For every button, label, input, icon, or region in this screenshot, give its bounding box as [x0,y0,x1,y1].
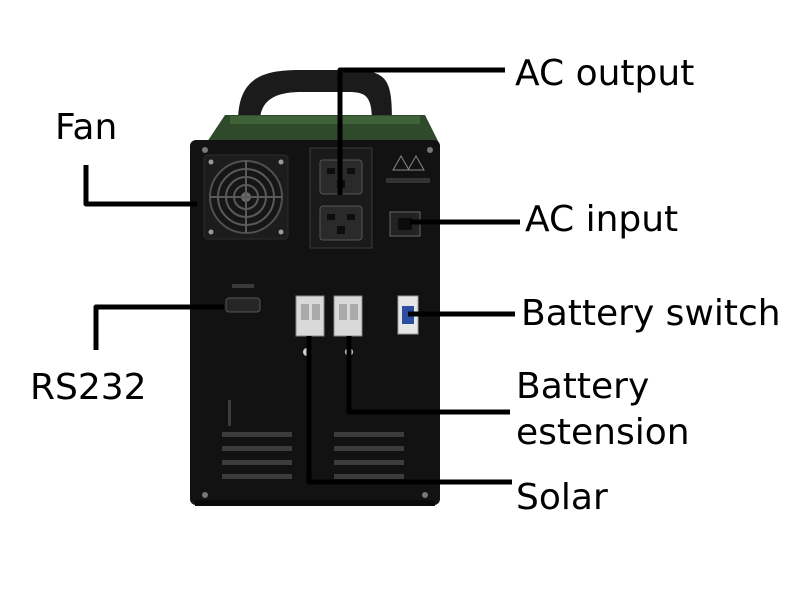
label-ac-input: AC input [525,199,679,240]
leader-fan [83,165,197,207]
label-battery-extension-line2: estension [516,412,690,453]
battery-extension-breaker [333,295,363,337]
label-fan: Fan [55,107,118,148]
leader-ac-output [337,67,505,195]
leader-battery-extension [346,336,510,415]
solar-breaker [295,295,325,337]
leader-lines [83,67,520,485]
carry-handle [238,70,392,122]
rs232-port [225,284,261,313]
leader-rs232 [93,304,224,350]
vent-slots [222,400,404,479]
label-battery-extension: Battery estension [516,364,776,456]
label-battery-extension-line1: Battery [516,366,650,407]
label-battery-switch: Battery switch [521,293,781,334]
fan-grille [203,154,289,240]
leader-solar [306,336,512,485]
label-solar: Solar [516,477,608,518]
label-ac-output: AC output [515,53,695,94]
label-rs232: RS232 [30,367,147,408]
